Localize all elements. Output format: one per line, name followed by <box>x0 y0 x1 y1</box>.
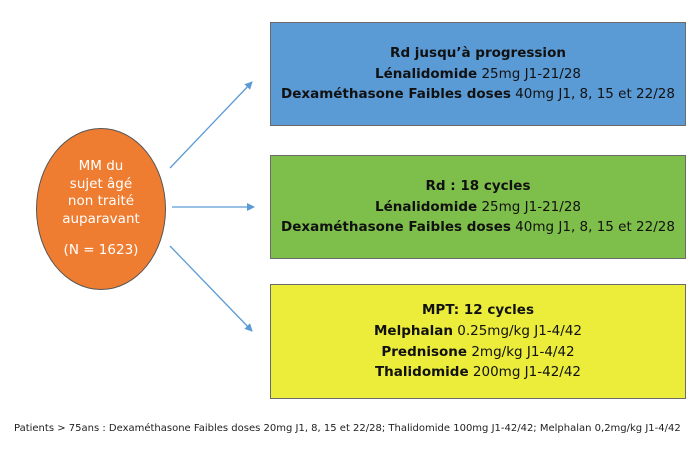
arm-2-drug-2: Dexaméthasone Faibles doses <box>281 219 511 236</box>
arm-1-drug-1: Lénalidomide <box>374 65 478 82</box>
arm-3-line-1: Melphalan 0.25mg/kg J1-4/42 <box>374 321 582 342</box>
arm-2-title: Rd : 18 cycles <box>425 177 531 194</box>
arm-1-line-1: Lénalidomide 25mg J1-21/28 <box>375 64 581 85</box>
arm-2-line-2: Dexaméthasone Faibles doses 40mg J1, 8, … <box>281 217 675 238</box>
arm-rd-18-cycles-box: Rd : 18 cycles Lénalidomide 25mg J1-21/2… <box>270 155 686 259</box>
arm-1-dose-2: 40mg J1, 8, 15 et 22/28 <box>510 86 675 103</box>
population-line-1: MM du <box>78 158 124 175</box>
arrow-to-arm-1 <box>169 81 253 169</box>
arm-3-line-2: Prednisone 2mg/kg J1-4/42 <box>381 342 574 363</box>
arm-2-dose-1: 25mg J1-21/28 <box>477 198 581 215</box>
arm-3-drug-3: Thalidomide <box>374 364 469 381</box>
arm-3-dose-1: 0.25mg/kg J1-4/42 <box>452 322 582 339</box>
arm-1-dose-1: 25mg J1-21/28 <box>477 65 581 82</box>
population-line-3: non traité <box>67 193 135 210</box>
arm-2-drug-1: Lénalidomide <box>374 198 478 215</box>
arm-3-drug-1: Melphalan <box>373 322 453 339</box>
population-ellipse: MM du sujet âgé non traité auparavant (N… <box>36 128 166 290</box>
arrow-to-arm-3 <box>169 245 253 332</box>
population-line-4: auparavant <box>62 210 140 227</box>
population-count: (N = 1623) <box>63 242 139 259</box>
arm-1-title: Rd jusqu’à progression <box>390 44 566 61</box>
arm-1-line-2: Dexaméthasone Faibles doses 40mg J1, 8, … <box>281 84 675 105</box>
arm-mpt-12-cycles-box: MPT: 12 cycles Melphalan 0.25mg/kg J1-4/… <box>270 284 686 399</box>
arm-3-drug-2: Prednisone <box>381 343 468 360</box>
arm-1-drug-2: Dexaméthasone Faibles doses <box>281 86 511 103</box>
arm-3-title: MPT: 12 cycles <box>421 301 534 318</box>
arm-rd-until-progression-box: Rd jusqu’à progression Lénalidomide 25mg… <box>270 22 686 126</box>
arm-3-line-3: Thalidomide 200mg J1-42/42 <box>375 362 581 383</box>
population-line-2: sujet âgé <box>69 175 133 192</box>
arm-3-dose-2: 2mg/kg J1-4/42 <box>467 343 575 360</box>
footnote: Patients > 75ans : Dexaméthasone Faibles… <box>14 423 681 434</box>
arm-2-line-1: Lénalidomide 25mg J1-21/28 <box>375 197 581 218</box>
arm-3-dose-3: 200mg J1-42/42 <box>468 364 582 381</box>
arm-2-dose-2: 40mg J1, 8, 15 et 22/28 <box>510 219 675 236</box>
